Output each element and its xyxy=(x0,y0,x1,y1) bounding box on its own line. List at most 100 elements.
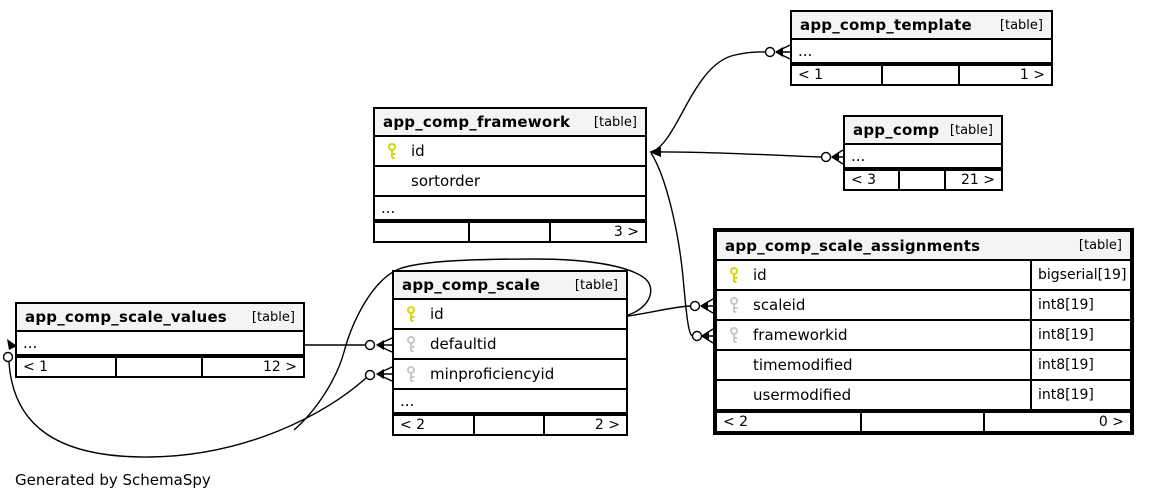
table-app-comp-template: app_comp_template [table] ... < 1 1 > xyxy=(790,10,1053,86)
table-header[interactable]: app_comp [table] xyxy=(845,117,1001,145)
parents-count: < 1 xyxy=(792,66,883,84)
table-app-comp-framework: app_comp_framework [table] id sortorder … xyxy=(373,107,647,243)
table-header[interactable]: app_comp_scale [table] xyxy=(394,272,626,300)
no-key-spacer xyxy=(385,173,399,190)
foreign-key-icon xyxy=(404,335,418,353)
column-name: timemodified xyxy=(753,356,853,374)
table-tag: [table] xyxy=(593,114,637,130)
table-name: app_comp_template xyxy=(800,16,972,34)
table-header[interactable]: app_comp_scale_assignments [table] xyxy=(717,232,1130,261)
column-type: int8[19] xyxy=(1030,321,1130,349)
column-row: scaleid int8[19] xyxy=(717,291,1130,321)
generator-note: Generated by SchemaSpy xyxy=(15,471,211,489)
children-count: 1 > xyxy=(1019,67,1045,83)
table-header[interactable]: app_comp_template [table] xyxy=(792,12,1051,40)
edge-framework-template xyxy=(650,51,766,153)
children-count: 12 > xyxy=(263,359,297,375)
zero-circle xyxy=(364,339,376,351)
table-tag: [table] xyxy=(574,277,618,293)
footer-spacer xyxy=(883,66,961,84)
edge-framework-assignments xyxy=(650,152,693,337)
edge-arrowhead xyxy=(649,147,661,157)
column-name: ... xyxy=(851,147,866,165)
table-tag: [table] xyxy=(251,309,295,325)
foreign-key-icon xyxy=(727,296,741,314)
column-name: scaleid xyxy=(753,296,806,314)
children-count: 3 > xyxy=(613,224,639,240)
parents-count: < 2 xyxy=(394,416,476,434)
foreign-key-icon xyxy=(404,365,418,383)
column-name: ... xyxy=(798,42,813,60)
primary-key-icon xyxy=(727,266,741,284)
column-name: ... xyxy=(381,199,396,217)
column-name: sortorder xyxy=(411,172,481,190)
no-key-spacer xyxy=(727,387,741,404)
edge-framework-appcomp xyxy=(650,151,822,158)
table-degree-footer: < 2 2 > xyxy=(394,414,626,434)
table-name: app_comp_scale_assignments xyxy=(725,236,981,255)
foreign-key-icon xyxy=(727,326,741,344)
hidden-columns-row: ... xyxy=(394,390,626,414)
column-name: usermodified xyxy=(753,386,852,404)
zero-circle xyxy=(689,300,701,312)
column-row: frameworkid int8[19] xyxy=(717,321,1130,351)
children-count: 0 > xyxy=(1098,414,1124,430)
zero-circle xyxy=(764,46,776,58)
crowfoot-arrow xyxy=(831,152,839,162)
table-header[interactable]: app_comp_scale_values [table] xyxy=(17,304,303,332)
crowfoot xyxy=(775,44,791,60)
column-row: id bigserial[19] xyxy=(717,261,1130,291)
column-name: ... xyxy=(23,334,38,352)
table-header[interactable]: app_comp_framework [table] xyxy=(375,109,645,137)
crowfoot xyxy=(376,337,393,353)
crowfoot-arrow xyxy=(376,369,384,379)
children-count: 2 > xyxy=(594,417,620,433)
column-name: frameworkid xyxy=(753,326,848,344)
table-degree-footer: < 1 12 > xyxy=(17,356,303,376)
footer-spacer xyxy=(470,223,551,241)
column-type: int8[19] xyxy=(1030,381,1130,409)
column-name: ... xyxy=(400,392,415,410)
edge-scale-assignments xyxy=(627,305,691,317)
footer-spacer xyxy=(862,413,986,431)
column-row: timemodified int8[19] xyxy=(717,351,1130,381)
footer-spacer xyxy=(475,416,545,434)
crowfoot-arrow xyxy=(775,47,783,57)
table-name: app_comp_scale xyxy=(402,276,541,294)
crowfoot xyxy=(376,366,393,382)
hidden-columns-row: ... xyxy=(792,40,1051,64)
footer-spacer xyxy=(117,358,203,376)
column-row: id xyxy=(375,137,645,167)
parents-count: < 2 xyxy=(717,413,862,431)
column-row: id xyxy=(394,300,626,330)
crowfoot-arrow xyxy=(376,340,384,350)
crowfoot-arrow xyxy=(700,301,708,311)
column-type: bigserial[19] xyxy=(1030,261,1130,289)
table-tag: [table] xyxy=(1078,238,1122,253)
parents-count: < 1 xyxy=(17,358,118,376)
crowfoot xyxy=(701,328,714,344)
table-app-comp-scale: app_comp_scale [table] id defaultid minp… xyxy=(392,270,628,436)
zero-circle xyxy=(691,330,703,342)
table-app-comp: app_comp [table] ... < 3 21 > xyxy=(843,115,1003,191)
column-name: id xyxy=(430,305,444,323)
column-row: minproficiencyid xyxy=(394,360,626,390)
parents-count xyxy=(375,223,470,241)
column-name: minproficiencyid xyxy=(430,365,555,383)
crowfoot xyxy=(700,298,714,314)
table-tag: [table] xyxy=(949,122,993,138)
column-row: usermodified int8[19] xyxy=(717,381,1130,411)
crowfoot xyxy=(831,149,844,165)
table-name: app_comp_scale_values xyxy=(25,308,227,326)
column-type: int8[19] xyxy=(1030,351,1130,379)
column-name: id xyxy=(753,266,767,284)
no-key-spacer xyxy=(727,357,741,374)
table-name: app_comp_framework xyxy=(383,113,571,131)
table-app-comp-scale-assignments: app_comp_scale_assignments [table] id bi… xyxy=(713,228,1134,435)
column-row: defaultid xyxy=(394,330,626,360)
column-name: id xyxy=(411,142,425,160)
zero-circle xyxy=(820,151,832,163)
hidden-columns-row: ... xyxy=(845,145,1001,169)
crowfoot-arrow xyxy=(701,331,709,341)
table-degree-footer: < 2 0 > xyxy=(717,411,1130,431)
